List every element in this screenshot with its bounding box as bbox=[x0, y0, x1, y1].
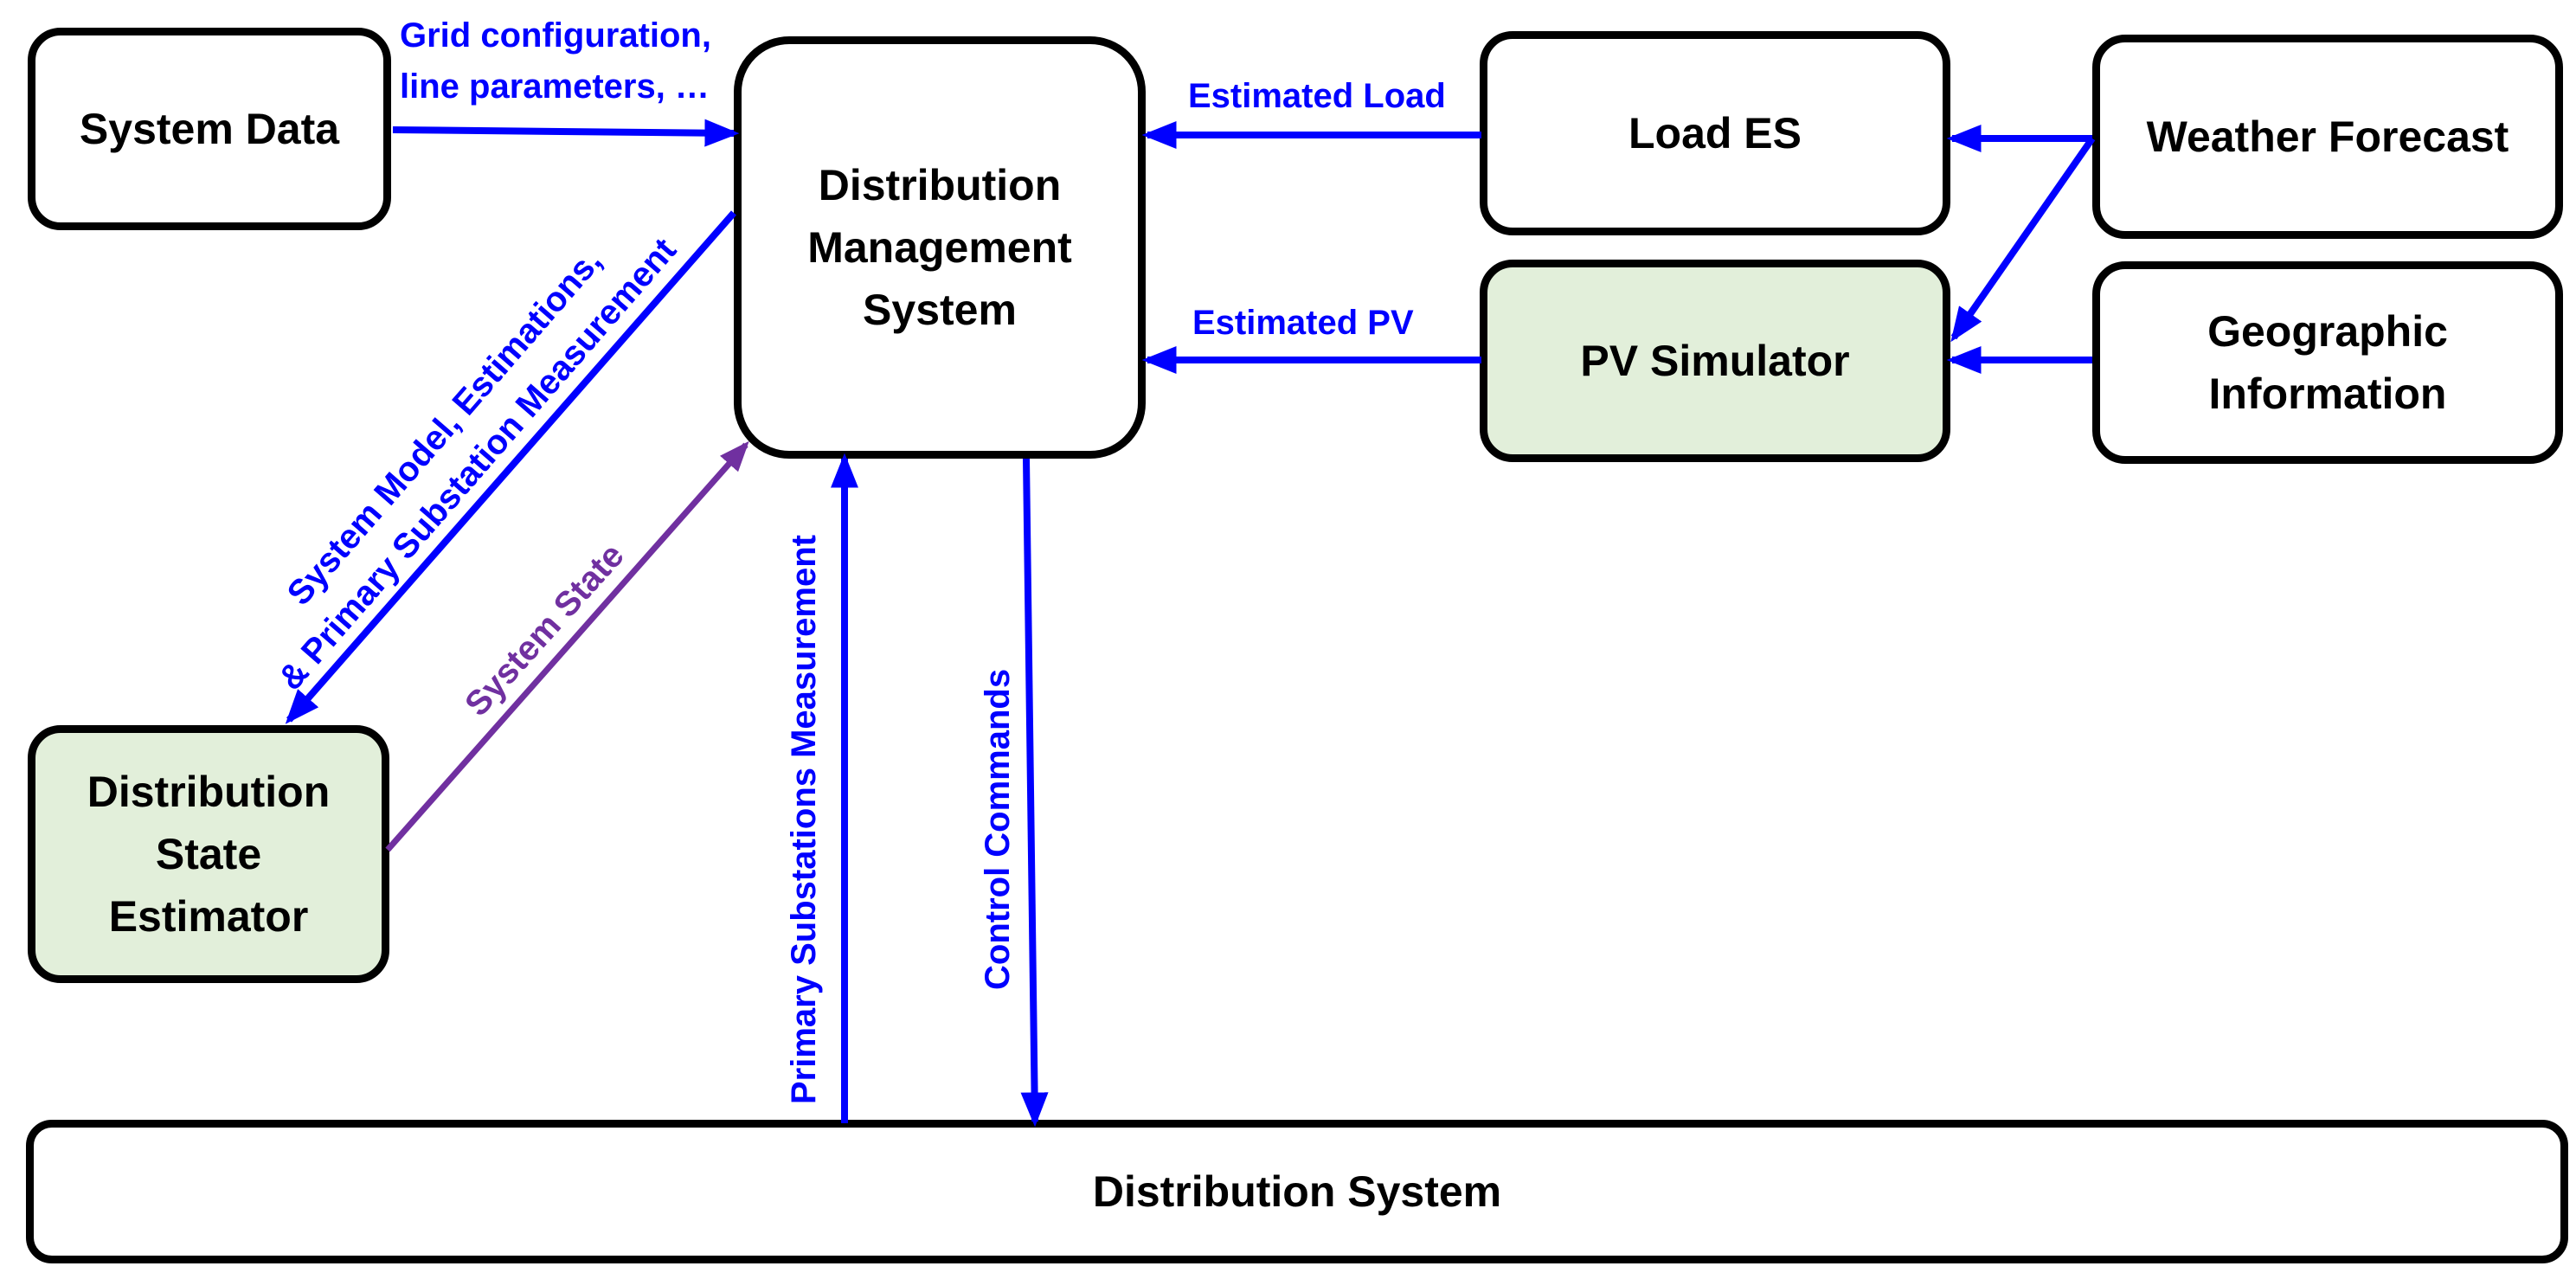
distribution-system-label: Distribution System bbox=[1092, 1167, 1502, 1216]
distribution-system-box: Distribution System bbox=[26, 1120, 2568, 1263]
label-control-commands: Control Commands bbox=[979, 669, 1017, 990]
load-es-label: Load ES bbox=[1628, 109, 1802, 157]
label-estimated-load: Estimated Load bbox=[1188, 77, 1446, 115]
label-system-model-line1: System Model, Estimations, bbox=[280, 242, 609, 613]
label-grid-config-line1: Grid configuration, bbox=[400, 16, 711, 55]
weather-forecast-label: Weather Forecast bbox=[2146, 112, 2509, 161]
arrow-dms-to-distribution-system bbox=[1020, 458, 1049, 1128]
arrow-system-data-to-dms bbox=[392, 119, 740, 147]
distribution-state-estimator-box: Distribution State Estimator bbox=[28, 725, 389, 983]
geographic-information-box: Geographic Information bbox=[2092, 261, 2563, 464]
arrow-weather-to-pv-simulator bbox=[1950, 136, 2096, 343]
state-estimator-label: Distribution State Estimator bbox=[87, 768, 331, 941]
system-data-label: System Data bbox=[79, 105, 340, 153]
geographic-information-label: Geographic Information bbox=[2207, 307, 2448, 418]
label-primary-substations-measurement: Primary Substations Measurement bbox=[785, 535, 823, 1104]
arrow-dms-to-state-estimator bbox=[285, 210, 737, 724]
load-es-box: Load ES bbox=[1480, 31, 1950, 235]
label-system-model-line2: & Primary Substation Measurement bbox=[272, 231, 684, 697]
arrow-state-estimator-to-dms bbox=[385, 440, 749, 852]
dms-label: Distribution Management System bbox=[807, 161, 1072, 334]
weather-forecast-box: Weather Forecast bbox=[2092, 35, 2563, 239]
pv-simulator-box: PV Simulator bbox=[1480, 260, 1950, 462]
pv-simulator-label: PV Simulator bbox=[1580, 337, 1850, 385]
label-estimated-pv: Estimated PV bbox=[1192, 304, 1414, 342]
system-data-box: System Data bbox=[28, 28, 391, 230]
label-grid-config-line2: line parameters, … bbox=[400, 67, 710, 106]
label-system-state: System State bbox=[458, 537, 632, 723]
distribution-management-system-box: Distribution Management System bbox=[734, 36, 1146, 459]
